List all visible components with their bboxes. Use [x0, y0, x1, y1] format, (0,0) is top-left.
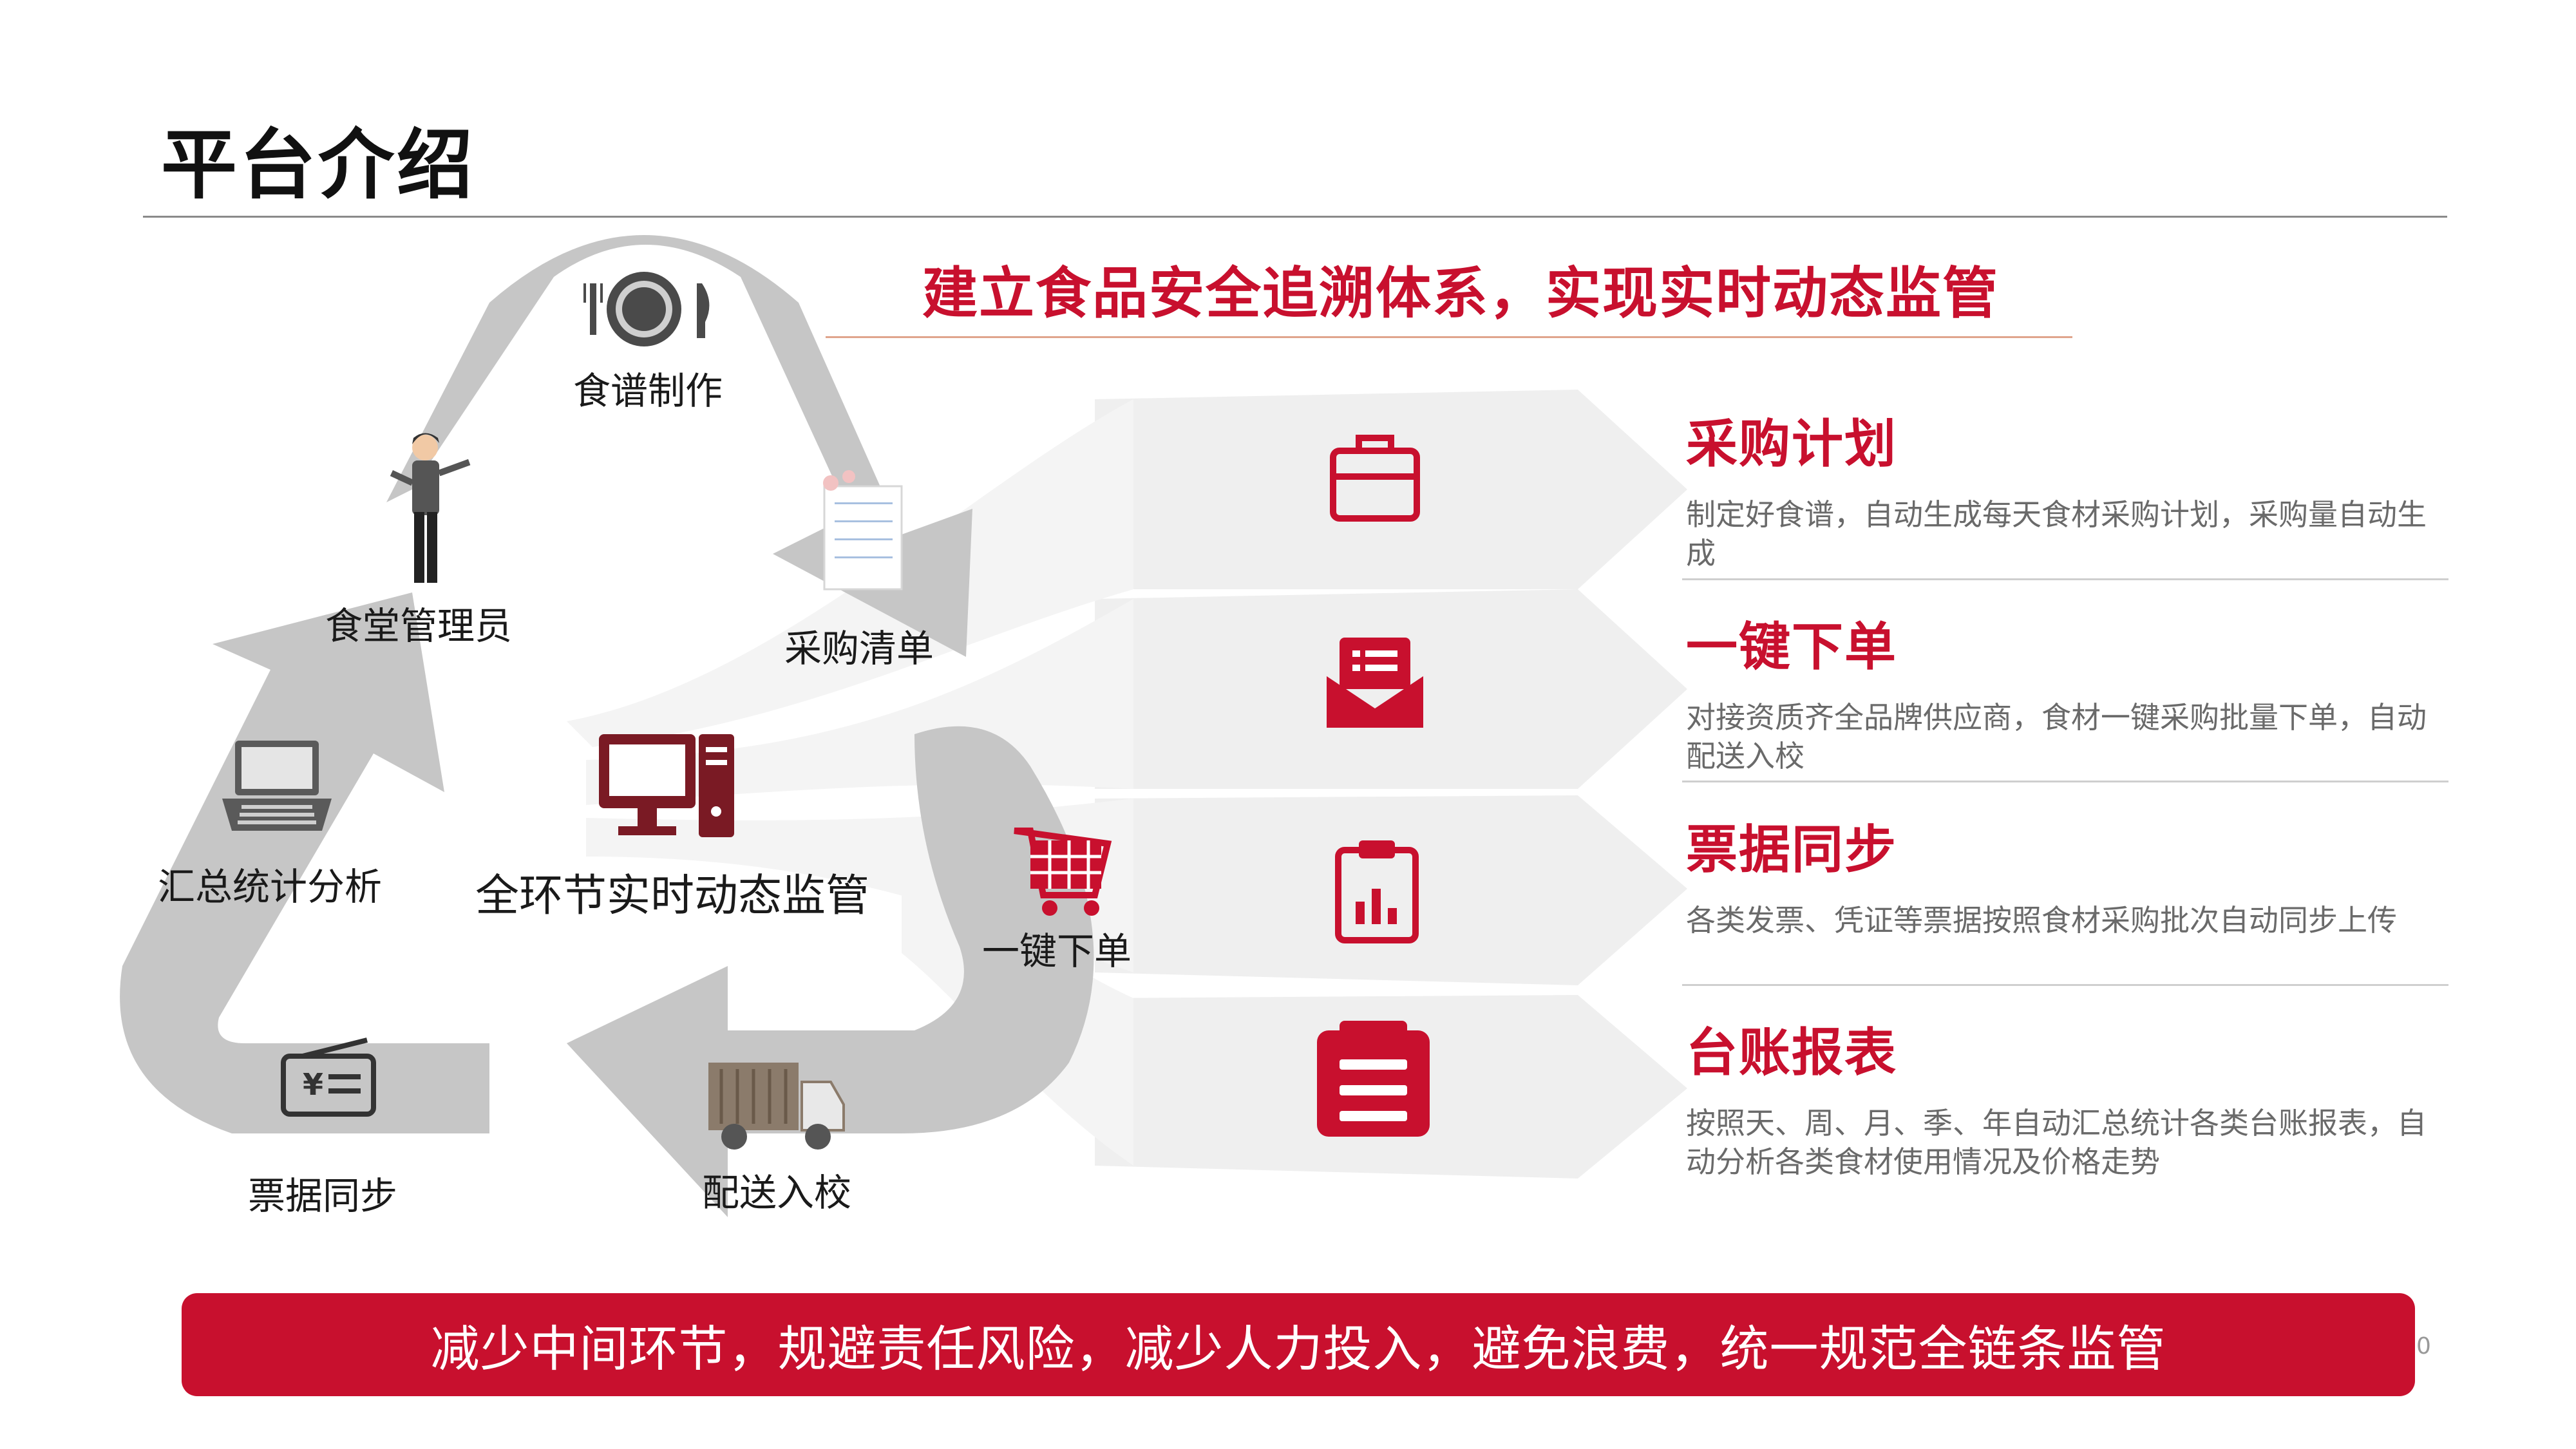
delivery-truck-icon — [708, 1063, 845, 1150]
checklist-paper-icon — [823, 470, 903, 591]
feature-divider — [1682, 578, 2448, 580]
cycle-center-label: 全环节实时动态监管 — [475, 871, 870, 922]
briefcase-icon — [1330, 435, 1420, 522]
feature-description: 对接资质齐全品牌供应商，食材一键采购批量下单，自动配送入校 — [1686, 700, 2427, 773]
cycle-step-statistics: 汇总统计分析 — [158, 865, 383, 909]
feature-description: 制定好食谱，自动生成每天食材采购计划，采购量自动生成 — [1686, 497, 2427, 571]
headline-divider — [826, 336, 2072, 338]
page-number: 0 — [2416, 1333, 2431, 1359]
svg-text:¥: ¥ — [303, 1067, 323, 1102]
cycle-step-recipe: 食谱制作 — [573, 369, 723, 413]
cycle-step-purchase-list: 采购清单 — [784, 627, 934, 670]
feature-receipt-sync: 票据同步 各类发票、凭证等票据按照食材采购批次自动同步上传 — [1686, 808, 2446, 940]
cycle-step-one-click-order: 一键下单 — [982, 929, 1132, 973]
feature-divider — [1682, 781, 2448, 782]
feature-title: 一键下单 — [1686, 617, 1897, 677]
feature-band-1 — [1095, 390, 1687, 589]
yen-ticket-icon: ¥ — [281, 1037, 376, 1117]
cycle-arrow-right — [567, 726, 1094, 1217]
cycle-step-canteen-manager: 食堂管理员 — [325, 604, 513, 648]
computer-monitor-icon — [599, 734, 734, 837]
manager-person-icon — [390, 433, 471, 583]
feature-divider — [1682, 984, 2448, 986]
title-divider — [143, 216, 2447, 218]
feature-ledger-report: 台账报表 按照天、周、月、季、年自动汇总统计各类台账报表，自动分析各类食材使用情… — [1686, 1011, 2446, 1181]
cycle-arrow-left — [120, 592, 489, 1133]
cycle-step-delivery: 配送入校 — [702, 1171, 852, 1215]
plate-fork-knife-icon — [583, 272, 710, 346]
feature-band-3 — [1095, 795, 1687, 985]
laptop-icon — [222, 741, 332, 831]
headline: 建立食品安全追溯体系，实现实时动态监管 — [922, 261, 1999, 326]
feature-description: 各类发票、凭证等票据按照食材采购批次自动同步上传 — [1686, 903, 2397, 938]
feature-one-click-order: 一键下单 对接资质齐全品牌供应商，食材一键采购批量下单，自动配送入校 — [1686, 605, 2446, 775]
clipboard-chart-icon — [1335, 840, 1419, 943]
feature-title: 台账报表 — [1686, 1023, 1897, 1083]
flow-stream-top — [567, 399, 1133, 747]
shopping-cart-icon — [1014, 828, 1112, 916]
feature-title: 票据同步 — [1686, 820, 1897, 880]
feature-purchase-plan: 采购计划 制定好食谱，自动生成每天食材采购计划，采购量自动生成 — [1686, 402, 2446, 573]
feature-title: 采购计划 — [1686, 414, 1897, 474]
feature-description: 按照天、周、月、季、年自动汇总统计各类台账报表，自动分析各类食材使用情况及价格走… — [1686, 1106, 2427, 1179]
summary-banner-text: 减少中间环节，规避责任风险，减少人力投入，避免浪费，统一规范全链条监管 — [430, 1320, 2166, 1378]
summary-banner: 减少中间环节，规避责任风险，减少人力投入，避免浪费，统一规范全链条监管 — [182, 1293, 2415, 1396]
cycle-step-receipt-sync: 票据同步 — [248, 1174, 398, 1218]
envelope-list-icon — [1327, 638, 1423, 728]
report-list-icon — [1317, 1021, 1430, 1137]
page-title: 平台介绍 — [161, 120, 476, 209]
